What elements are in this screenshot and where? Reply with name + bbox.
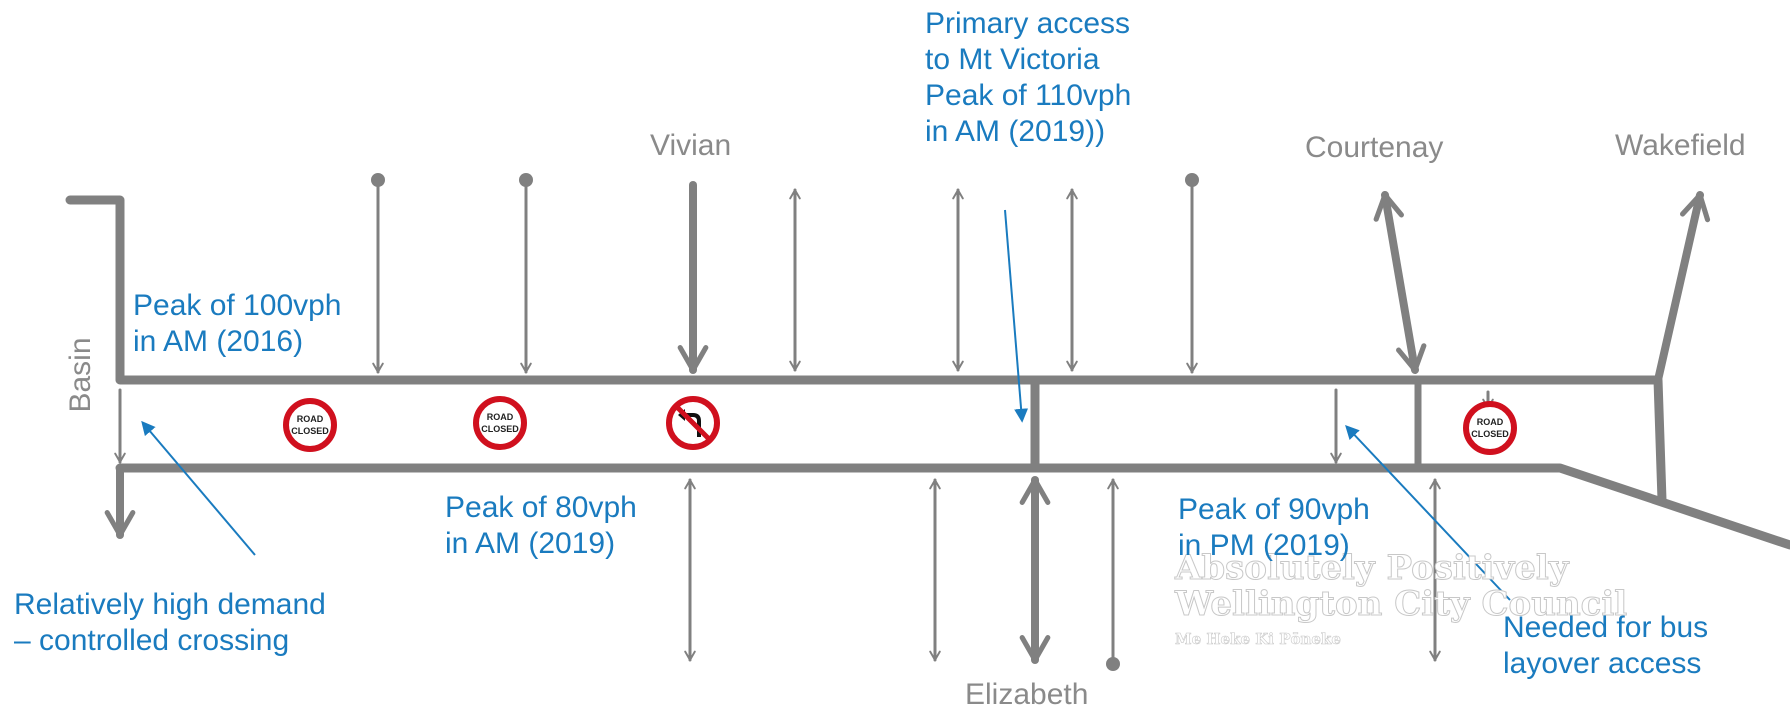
- dead-end-dot: [1185, 173, 1199, 187]
- street-label-courtenay: Courtenay: [1305, 131, 1444, 164]
- dead-end-dot: [1106, 657, 1120, 671]
- main-roads: [65, 195, 1790, 550]
- watermark-line1: Absolutely Positively: [1175, 548, 1570, 589]
- street-label-basin: Basin: [64, 337, 97, 413]
- road-closed-sign: ROAD CLOSED: [1463, 401, 1517, 455]
- wakefield-street: [1654, 191, 1711, 384]
- annotation-primary-access: Primary access to Mt Victoria Peak of 11…: [925, 7, 1132, 148]
- no-left-turn-sign: [666, 396, 720, 450]
- street-label-vivian: Vivian: [650, 129, 732, 162]
- pointer-crossing: [141, 420, 256, 556]
- annotation-peak-90: Peak of 90vph in PM (2019): [1178, 493, 1370, 562]
- wakefield-leg: [1653, 375, 1667, 505]
- northern-road: [65, 195, 1660, 385]
- annotation-pointers: [141, 209, 1511, 601]
- street-label-wakefield: Wakefield: [1615, 129, 1746, 162]
- watermark-line3: Me Heke Ki Pōneke: [1175, 630, 1341, 649]
- watermark-line2: Wellington City Council: [1174, 584, 1628, 625]
- sign-text-line2: CLOSED: [1471, 429, 1509, 439]
- annotation-bus-layover: Needed for bus layover access: [1503, 611, 1709, 680]
- pointer-primary-access: [1004, 209, 1029, 423]
- courtenay-place: [1373, 191, 1427, 374]
- annotation-peak-80: Peak of 80vph in AM (2019): [445, 491, 637, 560]
- sign-text-line1: ROAD: [297, 414, 324, 424]
- south-side-streets: [104, 464, 1441, 671]
- annotation-peak-100: Peak of 100vph in AM (2016): [133, 289, 342, 358]
- road-closed-sign: ROAD CLOSED: [473, 396, 527, 450]
- street-label-elizabeth: Elizabeth: [965, 678, 1089, 711]
- sign-text-line1: ROAD: [1477, 417, 1504, 427]
- dead-end-dot: [371, 173, 385, 187]
- sign-text-line2: CLOSED: [481, 424, 519, 434]
- annotation-controlled-crossing: Relatively high demand – controlled cros…: [14, 588, 326, 657]
- north-side-streets: [371, 173, 1711, 410]
- sign-text-line1: ROAD: [487, 412, 514, 422]
- pointer-bus-layover: [1345, 424, 1511, 601]
- sign-text-line2: CLOSED: [291, 426, 329, 436]
- dead-end-dot: [519, 173, 533, 187]
- road-closed-sign: ROAD CLOSED: [283, 398, 337, 452]
- southern-road: [115, 463, 1790, 550]
